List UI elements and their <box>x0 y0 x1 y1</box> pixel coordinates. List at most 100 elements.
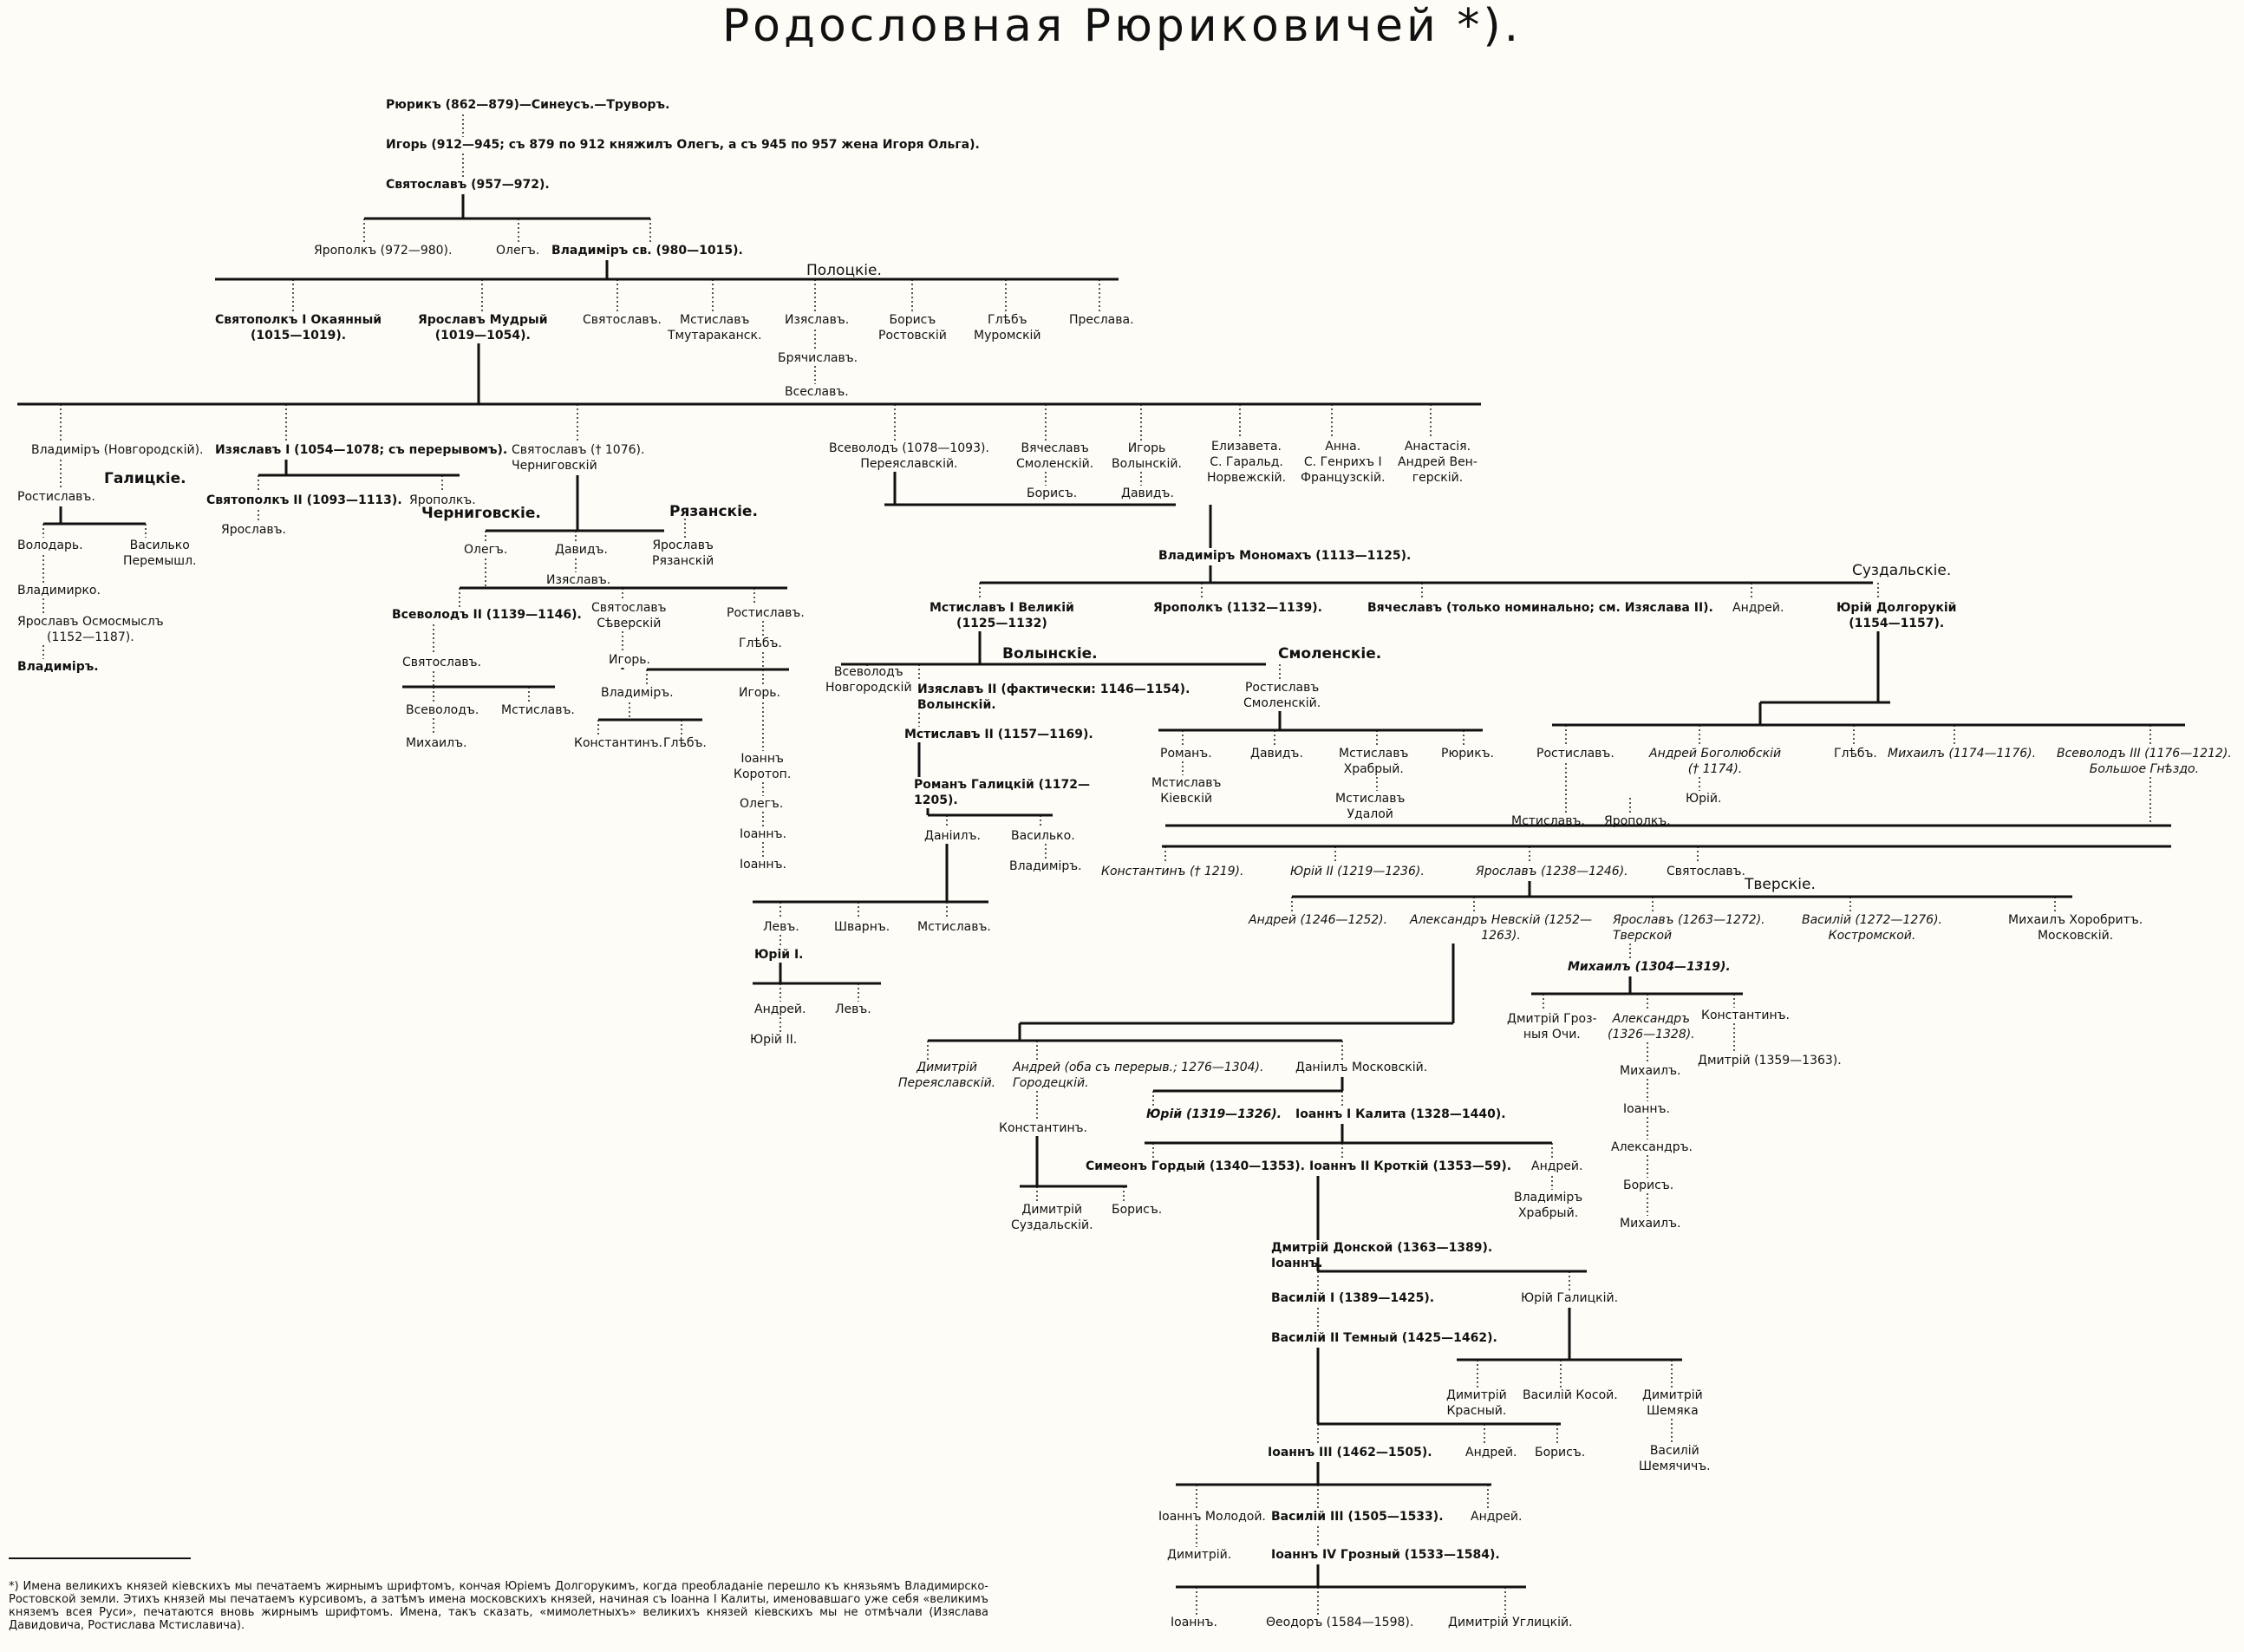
person-svyatoslav1: Святославъ (957—972). <box>386 177 550 193</box>
person-name-line: Игорь. <box>739 686 780 700</box>
page-title: Родословная Рюриковичей *). <box>721 0 1523 52</box>
person-daniil_m: Даніилъ Московскій. <box>1295 1060 1427 1075</box>
person-name-line: Всеволодъ <box>833 665 903 679</box>
person-vladimir_v: Владиміръ. <box>1009 859 1082 874</box>
person-name-line: (1015—1019). <box>251 329 347 343</box>
person-andrey_y: Андрей (1246—1252). <box>1249 912 1387 928</box>
branch-label-tver: Тверскіе. <box>1745 876 1816 893</box>
person-name-line: Изяславъ. <box>546 573 611 587</box>
person-name-line: (1019—1054). <box>434 329 531 343</box>
person-mikhail_tv: Михаилъ (1304—1319). <box>1568 959 1731 975</box>
person-name-line: Мстиславъ. <box>501 703 575 717</box>
person-izyaslav3: Изяславъ II (фактически: 1146—1154).Волы… <box>917 682 1190 713</box>
person-andrey1: Андрей. <box>1732 600 1784 616</box>
person-volodar: Володарь. <box>17 538 83 553</box>
person-name-line: Борисъ. <box>1027 486 1078 500</box>
person-ioann_r2: Іоаннъ. <box>740 857 786 872</box>
person-vsevolod3: Всеволодъ III (1176—1212).Большое Гнѣздо… <box>2057 746 2232 777</box>
person-vasily1: Василій I (1389—1425). <box>1271 1290 1434 1306</box>
person-name-line: Ростиславъ <box>1244 681 1320 695</box>
person-name-line: Святополкъ I Окаянный <box>215 313 382 327</box>
person-name-line: Кіевскій <box>1160 792 1213 806</box>
person-name-line: Красный. <box>1446 1404 1507 1418</box>
person-mstislav_d: Мстиславъ. <box>917 919 991 935</box>
person-name-line: Удалой <box>1347 807 1393 821</box>
person-simeon: Симеонъ Гордый (1340—1353). <box>1086 1159 1305 1174</box>
person-yuri2: Юрій II. <box>750 1032 797 1048</box>
person-name-line: Михаилъ Хоробритъ. <box>2008 913 2143 927</box>
person-konstantin_r: Константинъ. <box>574 735 662 751</box>
person-izyaslav0: Изяславъ. <box>785 312 849 328</box>
person-name-line: Ярополкъ. <box>1604 814 1671 828</box>
person-name-line: Іоаннъ. <box>1271 1257 1323 1270</box>
person-name-line: Московскій. <box>2037 929 2114 943</box>
branch-label-smolensk: Смоленскіе. <box>1278 645 1382 663</box>
person-roman_sm: Романъ. <box>1160 746 1212 761</box>
person-boris2: Борисъ. <box>1027 486 1077 501</box>
person-mikhail_s2: Михаилъ (1174—1176). <box>1888 746 2036 761</box>
person-name-line: Давидъ. <box>1250 747 1303 761</box>
person-name-line: Димитрій <box>1642 1388 1703 1402</box>
person-name-line: С. Генрихъ I <box>1303 455 1382 469</box>
person-name-line: Всеволодъ. <box>406 703 479 717</box>
footnote: *) Имена великихъ князей кіевскихъ мы пе… <box>9 1580 988 1632</box>
person-oleg_r: Олегъ. <box>740 796 783 812</box>
person-mstislav_r: Мстиславъ. <box>1511 813 1585 829</box>
person-name-line: Андрей Боголюбскій <box>1649 747 1782 761</box>
person-name-line: Михаилъ. <box>1620 1064 1681 1078</box>
person-yuri_2v: Юрій II (1219—1236). <box>1290 864 1425 879</box>
person-name-line: Константинъ († 1219). <box>1101 865 1244 878</box>
person-david_sm: Давидъ. <box>1250 746 1303 761</box>
person-vasilko2: Василько. <box>1011 828 1075 844</box>
person-name-line: Ростиславъ. <box>1536 747 1615 761</box>
person-name-line: Ярополкъ. <box>409 493 476 507</box>
person-ioann_last: Іоаннъ. <box>1171 1615 1217 1630</box>
person-name-line: Константинъ. <box>999 1121 1087 1135</box>
person-mikhail_tv3: Михаилъ. <box>1620 1216 1680 1231</box>
person-svyatoslav2: Святославъ. <box>583 312 662 328</box>
person-name-line: Игорь. <box>609 653 650 667</box>
person-name-line: Андрей. <box>1465 1446 1517 1459</box>
person-name-line: Сѣверскій <box>597 617 662 630</box>
person-name-line: Французскій. <box>1301 471 1386 485</box>
person-igor_r: Игорь. <box>739 685 780 701</box>
person-name-line: Александръ. <box>1611 1140 1693 1154</box>
person-david1: Давидъ. <box>555 542 608 558</box>
person-ioann4: Іоаннъ IV Грозный (1533—1584). <box>1271 1547 1500 1563</box>
person-name-line: Василій II Темный (1425—1462). <box>1271 1331 1497 1345</box>
person-name-line: Юрій Галицкій. <box>1521 1291 1619 1305</box>
person-name-line: Левъ. <box>835 1002 871 1016</box>
person-alexander_n: Александръ Невскій (1252—1263). <box>1410 912 1592 944</box>
person-name-line: (1125—1132) <box>956 617 1047 630</box>
person-name-line: Мстиславъ I Великій <box>930 601 1074 615</box>
person-oleg2: Олегъ. <box>464 542 507 558</box>
person-svyatopolk2: Святополкъ II (1093—1113). <box>206 493 402 508</box>
person-vasily2: Василій II Темный (1425—1462). <box>1271 1330 1497 1346</box>
person-name-line: Юрій Долгорукій <box>1836 601 1957 615</box>
person-vladimir_g: Владиміръ. <box>17 659 99 675</box>
person-andrey_st: Андрей. <box>1471 1509 1522 1525</box>
person-name-line: Ярославъ (1238—1246). <box>1476 865 1628 878</box>
person-name-line: Іоаннъ. <box>1171 1616 1217 1629</box>
person-name-line: Ярославъ. <box>221 523 286 537</box>
person-name-line: Перемышл. <box>123 554 197 568</box>
person-name-line: Владиміръ Мономахъ (1113—1125). <box>1158 549 1412 563</box>
person-name-line: Ростиславъ. <box>727 606 805 620</box>
person-name-line: Святославъ. <box>1667 865 1745 878</box>
person-dmitry_gr: Дмитрій Гроз-ныя Очи. <box>1507 1011 1597 1042</box>
person-konstantin_tv: Константинъ. <box>1701 1008 1790 1023</box>
person-name-line: Володарь. <box>17 539 83 552</box>
person-name-line: Игорь <box>1127 441 1166 455</box>
person-yuri_m: Юрій (1319—1326). <box>1146 1107 1282 1122</box>
person-svyatoslav4: Святославъ. <box>402 655 481 670</box>
person-name-line: Владиміръ. <box>17 660 99 674</box>
person-name-line: Глѣбъ. <box>663 736 707 750</box>
person-name-line: Брячиславъ. <box>778 351 858 365</box>
person-name-line: Рязанскій <box>652 554 714 568</box>
person-yuri1: Юрій I. <box>754 947 803 963</box>
